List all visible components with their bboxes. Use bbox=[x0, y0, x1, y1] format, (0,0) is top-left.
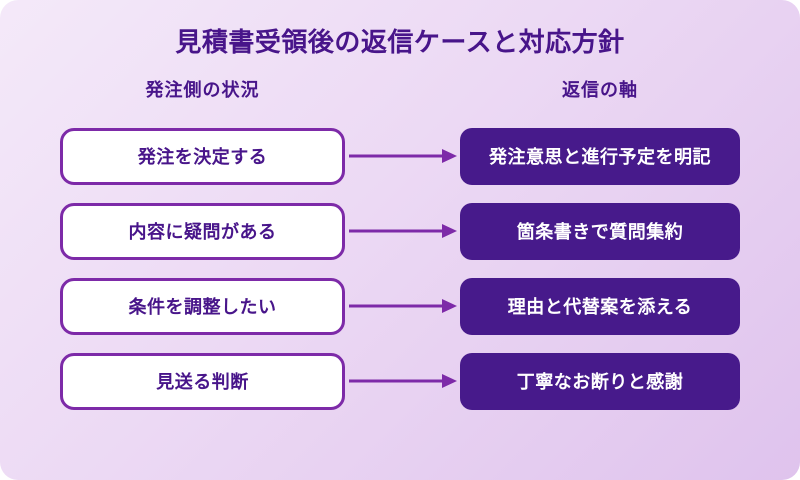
column-headers: 発注側の状況 返信の軸 bbox=[0, 78, 800, 100]
page-title: 見積書受領後の返信ケースと対応方針 bbox=[175, 27, 625, 57]
arrow-right-icon bbox=[345, 128, 460, 185]
case-box: 発注を決定する bbox=[60, 127, 345, 185]
arrow-right-icon bbox=[345, 203, 460, 260]
policy-box: 発注意思と進行予定を明記 bbox=[460, 127, 740, 185]
policy-box: 理由と代替案を添える bbox=[460, 277, 740, 335]
column-header-situation: 発注側の状況 bbox=[145, 79, 260, 100]
case-box: 条件を調整したい bbox=[60, 277, 345, 335]
flow-row: 条件を調整したい 理由と代替案を添える bbox=[60, 277, 740, 335]
case-box: 内容に疑問がある bbox=[60, 202, 345, 260]
case-box: 見送る判断 bbox=[60, 352, 345, 410]
policy-box: 箇条書きで質問集約 bbox=[460, 202, 740, 260]
flow-row: 発注を決定する 発注意思と進行予定を明記 bbox=[60, 127, 740, 185]
flow-row: 見送る判断 丁寧なお断りと感謝 bbox=[60, 352, 740, 410]
arrow-right-icon bbox=[345, 353, 460, 410]
policy-box: 丁寧なお断りと感謝 bbox=[460, 352, 740, 410]
arrow-right-icon bbox=[345, 278, 460, 335]
flow-rows: 発注を決定する 発注意思と進行予定を明記 内容に疑問がある 箇条書きで質問集約 … bbox=[0, 127, 800, 410]
column-header-reply-axis: 返信の軸 bbox=[562, 79, 638, 100]
flow-row: 内容に疑問がある 箇条書きで質問集約 bbox=[60, 202, 740, 260]
